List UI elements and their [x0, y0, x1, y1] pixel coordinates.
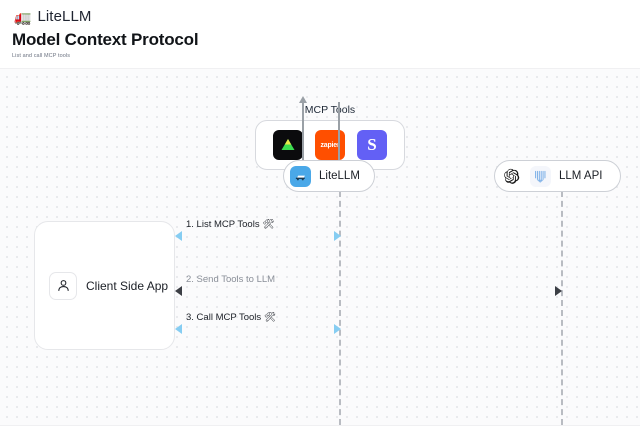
arrow-head-right: [334, 324, 341, 334]
message-list-mcp-tools: 1. List MCP Tools 🛠: [175, 219, 341, 242]
tool-icon-triangle[interactable]: [273, 130, 303, 160]
message-label: 1. List MCP Tools 🛠: [186, 219, 275, 230]
client-side-app-label: Client Side App: [86, 278, 169, 293]
node-llm-api-label: LLM API: [559, 170, 603, 182]
message-label: 2. Send Tools to LLM: [186, 274, 276, 285]
brand: 🚛 LiteLLM: [14, 8, 92, 25]
arrow-head-left: [175, 286, 182, 296]
litellm-logo-icon: [290, 165, 311, 187]
mcp-tools-label: MCP Tools: [304, 104, 356, 116]
arrow-head-right: [555, 286, 562, 296]
lifeline-llm-api: [561, 191, 563, 425]
arrow-mcp-to-litellm: [338, 102, 340, 172]
diagram-canvas: MCP Tools zapier S: [0, 68, 640, 426]
tool-icon-slack[interactable]: S: [357, 130, 387, 160]
message-call-mcp-tools: 3. Call MCP Tools 🛠: [175, 312, 341, 335]
truck-icon: 🚛: [14, 8, 32, 25]
lifeline-litellm: [339, 191, 341, 425]
openai-logo-icon: [501, 165, 522, 187]
page-subtitle: List and call MCP tools: [12, 53, 71, 59]
arrow-head-left: [175, 231, 182, 241]
arrow-head-left: [175, 324, 182, 334]
mcp-tools-group: MCP Tools zapier S: [255, 104, 405, 176]
user-icon: [49, 271, 77, 300]
client-side-app-box[interactable]: Client Side App: [34, 221, 175, 350]
node-llm-api[interactable]: LLM API: [494, 160, 622, 192]
message-send-tools-to-llm: 2. Send Tools to LLM: [175, 274, 562, 297]
node-litellm-label: LiteLLM: [319, 170, 360, 182]
page-title: Model Context Protocol: [12, 30, 199, 49]
message-label: 3. Call MCP Tools 🛠: [186, 312, 276, 323]
tool-icon-zapier[interactable]: zapier: [315, 130, 345, 160]
arrow-head-right: [334, 231, 341, 241]
node-litellm[interactable]: LiteLLM: [283, 160, 375, 192]
brand-name: LiteLLM: [37, 8, 92, 25]
mcp-tools-box: zapier S: [255, 120, 405, 170]
arrow-litellm-to-mcp: [302, 102, 304, 172]
anthropic-logo-icon: [530, 165, 551, 187]
